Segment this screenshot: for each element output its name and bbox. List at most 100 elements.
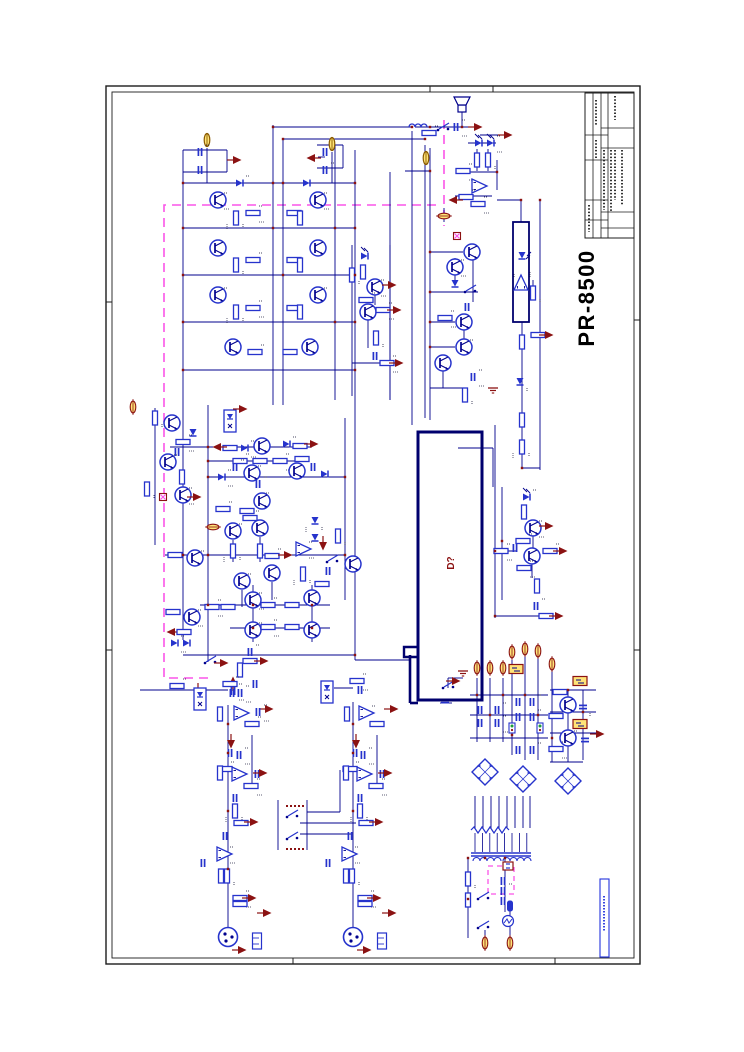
capacitor-symbol bbox=[325, 859, 331, 867]
led-symbol bbox=[474, 133, 483, 147]
capacitor-symbol bbox=[200, 859, 206, 867]
transistor-symbol bbox=[303, 589, 321, 607]
capacitor-symbol bbox=[453, 119, 467, 137]
capacitor-symbol bbox=[500, 883, 513, 895]
resistor-symbol bbox=[421, 125, 439, 137]
fuse-symbol bbox=[328, 136, 336, 152]
xlr-connector-symbol bbox=[342, 926, 364, 948]
resistor-symbol bbox=[516, 560, 535, 578]
transistor-symbol bbox=[186, 549, 205, 567]
capacitor-symbol bbox=[347, 832, 353, 840]
resistor-symbol bbox=[296, 257, 304, 273]
transistor-symbol bbox=[251, 519, 269, 537]
optocoupler-symbol bbox=[320, 680, 334, 704]
offpage-arrow bbox=[468, 123, 483, 131]
labels-layer: PR-8500 D? bbox=[446, 249, 599, 569]
resistor-symbol bbox=[264, 548, 282, 560]
resistor-symbol bbox=[464, 871, 476, 889]
offpage-arrow bbox=[304, 440, 319, 448]
capacitor-symbol bbox=[533, 598, 546, 610]
optocoupler-symbol bbox=[223, 409, 237, 433]
resistor-symbol bbox=[216, 765, 224, 781]
opamp-symbol bbox=[216, 845, 235, 864]
transistor-symbol bbox=[309, 239, 327, 257]
transistor-symbol bbox=[301, 338, 319, 356]
xlr-connector-symbol bbox=[217, 926, 239, 948]
resistor-symbol bbox=[215, 501, 233, 513]
bridge-rectifier-symbol bbox=[471, 758, 499, 786]
transistor-symbol bbox=[253, 437, 271, 455]
resistor-symbol bbox=[226, 210, 244, 229]
component-box bbox=[502, 861, 514, 871]
switch-symbol bbox=[476, 920, 490, 930]
resistor-symbol bbox=[458, 189, 476, 201]
resistor-symbol bbox=[548, 741, 567, 759]
transistor-symbol bbox=[233, 572, 252, 590]
resistor-symbol bbox=[217, 868, 225, 884]
jack-connector-symbol bbox=[376, 932, 388, 950]
diode-symbol bbox=[516, 378, 528, 392]
resistor-symbol bbox=[216, 706, 224, 722]
led-symbol bbox=[522, 487, 537, 501]
resistor-symbol bbox=[375, 302, 394, 320]
transistor-symbol bbox=[359, 303, 377, 321]
relay-pin-box bbox=[158, 492, 168, 502]
transistor-symbol bbox=[344, 555, 362, 573]
offpage-arrow bbox=[367, 894, 382, 902]
diode-symbol bbox=[236, 175, 250, 187]
connector-pin bbox=[534, 643, 542, 659]
resistor-symbol bbox=[368, 778, 387, 796]
capacitor-symbol bbox=[372, 352, 378, 360]
offpage-arrow bbox=[187, 493, 202, 501]
capacitor-symbol bbox=[470, 369, 484, 387]
opamp-symbol bbox=[356, 765, 374, 783]
resistor-symbol bbox=[232, 257, 244, 275]
resistor-symbol bbox=[284, 623, 300, 631]
capacitor-symbol bbox=[529, 694, 542, 706]
capacitor-symbol bbox=[357, 794, 363, 802]
resistor-symbol bbox=[369, 720, 385, 728]
blocks-layer bbox=[402, 430, 484, 702]
resistor-symbol bbox=[342, 765, 350, 781]
offpage-arrow bbox=[244, 818, 259, 826]
diode-symbol bbox=[321, 470, 329, 478]
capacitor-symbol bbox=[529, 742, 542, 754]
varistor-symbol bbox=[507, 900, 513, 912]
relay-box bbox=[572, 718, 588, 730]
capacitor-symbol bbox=[515, 746, 521, 754]
offpage-arrow bbox=[389, 359, 404, 367]
transistor-symbol bbox=[434, 354, 452, 372]
offpage-arrow bbox=[242, 894, 257, 902]
connector-pin bbox=[473, 660, 481, 676]
bridge-rectifier-symbol bbox=[554, 767, 582, 795]
ground-symbol bbox=[488, 387, 498, 394]
resistor-symbol bbox=[222, 676, 240, 688]
connector-pin bbox=[481, 935, 489, 951]
opamp-symbol bbox=[233, 704, 251, 722]
offpage-arrow bbox=[278, 551, 293, 559]
resistor-symbol bbox=[232, 900, 248, 908]
diode-symbol bbox=[189, 429, 197, 437]
resistor-symbol bbox=[236, 662, 244, 678]
ic-outline bbox=[512, 221, 530, 323]
transistor-symbol bbox=[183, 608, 203, 627]
thermistor-symbol bbox=[501, 914, 515, 928]
resistor-symbol bbox=[343, 706, 351, 722]
connector-pin bbox=[129, 399, 137, 415]
offpage-arrow bbox=[259, 705, 274, 713]
resistor-symbol bbox=[151, 410, 163, 428]
offpage-arrow bbox=[590, 730, 605, 738]
resistor-symbol bbox=[165, 608, 181, 616]
capacitor-symbol bbox=[322, 162, 335, 174]
capacitor-symbol bbox=[247, 644, 260, 656]
resistor-symbol bbox=[178, 469, 186, 485]
transistor-symbol bbox=[309, 286, 328, 304]
resistor-symbol bbox=[226, 304, 244, 323]
transistor-symbol bbox=[159, 453, 178, 471]
offpage-arrow bbox=[357, 946, 372, 954]
resistor-symbol bbox=[232, 453, 250, 465]
offpage-arrow bbox=[448, 196, 463, 204]
resistor-symbol bbox=[473, 152, 481, 168]
